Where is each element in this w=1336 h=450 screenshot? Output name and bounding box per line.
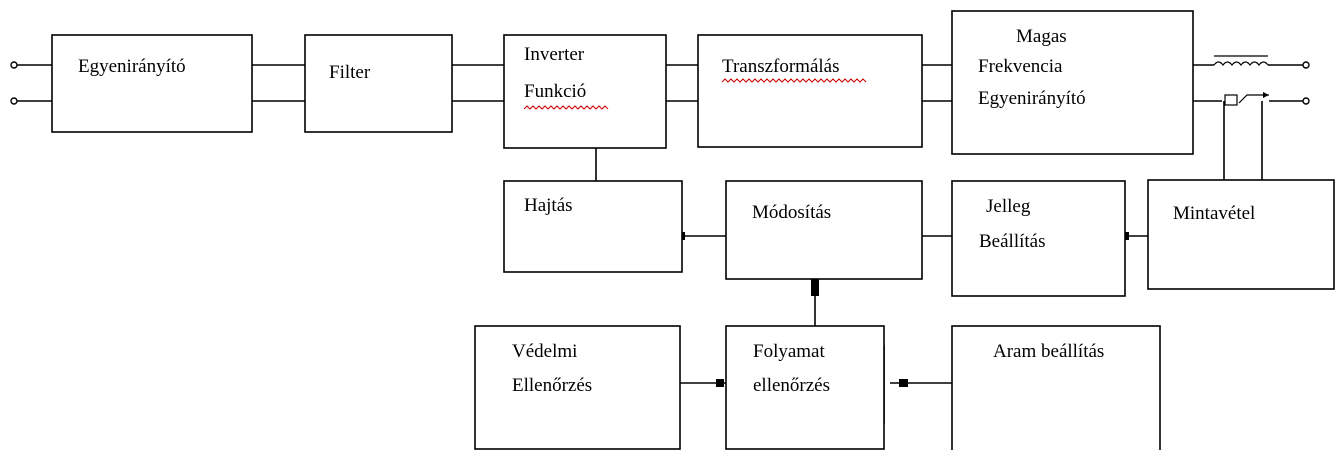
shunt-resistor-icon	[1224, 92, 1269, 106]
label-line: Ellenőrzés	[512, 375, 592, 396]
block-inverter: Inverter Funkció	[503, 34, 667, 149]
label-line: Mintavétel	[1173, 203, 1255, 224]
top-connectors	[252, 64, 952, 102]
label-line: Jelleg	[986, 196, 1031, 217]
label-line: Transzformálás	[722, 56, 840, 77]
block-aram-beallitas: Aram beállítás	[951, 325, 1161, 450]
label-line: Folyamat	[753, 341, 825, 362]
block-mintavetel: Mintavétel	[1147, 179, 1335, 290]
label-line: Hajtás	[524, 195, 573, 216]
label-line: Egyenirányító	[78, 56, 186, 77]
block-jelleg-beallitas: Jelleg Beállítás	[951, 180, 1126, 297]
label-line: Filter	[329, 62, 371, 83]
label-line: Magas	[1016, 26, 1067, 47]
label-line: Egyenirányító	[978, 88, 1086, 109]
output-section	[1193, 55, 1310, 180]
block-hajtas: Hajtás	[503, 180, 683, 273]
label-line: Védelmi	[512, 341, 577, 362]
block-filter: Filter	[304, 34, 453, 133]
label-line: Módosítás	[752, 202, 831, 223]
block-vedelmi-ellenorzes: Védelmi Ellenőrzés	[474, 325, 681, 450]
inductor-icon	[1213, 55, 1269, 66]
label-line: Funkció	[524, 81, 586, 102]
input-terminals	[10, 61, 52, 105]
label-line: Beállítás	[979, 231, 1045, 252]
block-magas-frekvencia: Magas Frekvencia Egyenirányító	[951, 10, 1194, 155]
label-line: ellenőrzés	[753, 375, 830, 396]
label-line: Frekvencia	[978, 56, 1063, 77]
label-line: Aram beállítás	[993, 341, 1104, 362]
block-transzformalas: Transzformálás	[697, 34, 923, 148]
block-egyeniranyito: Egyenirányító	[51, 34, 253, 133]
label-line: Inverter	[524, 44, 585, 65]
block-folyamat-ellenorzes: Folyamat ellenőrzés	[725, 325, 885, 450]
block-modositas: Módosítás	[725, 180, 923, 280]
